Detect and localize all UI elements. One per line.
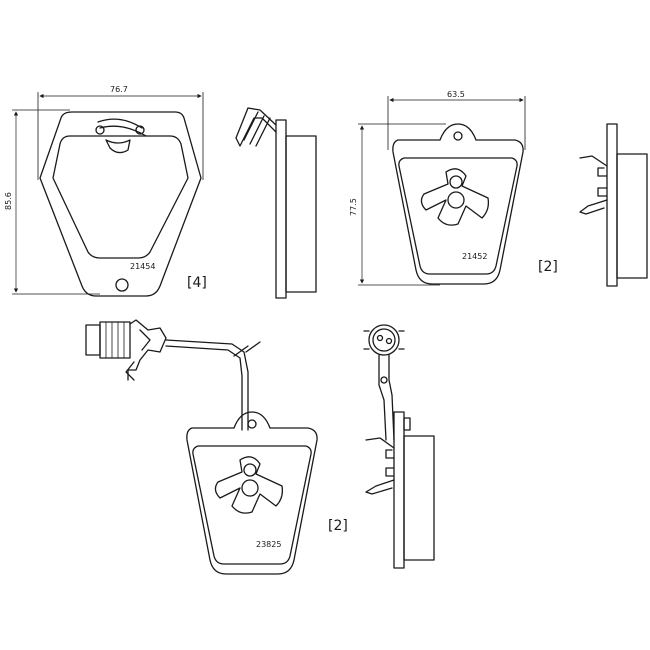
spring-coils [243,111,271,147]
sensor-wire [378,354,387,441]
spring-side [235,107,277,147]
part-number: 21454 [130,262,155,271]
mounting-hole [247,419,257,429]
clip-upper [365,437,395,459]
pad-21454-side-view [235,107,317,299]
sensor-pin [385,337,393,345]
damper-plate [214,456,284,514]
rivet-hole [135,125,145,135]
sensor-wire [165,339,249,431]
damper-rivet [243,463,257,477]
quantity-label: [2] [538,259,558,275]
sensor-head [368,324,400,356]
clip-upper [579,155,608,177]
pad-23825-side-view [363,324,435,569]
damper-center [241,479,259,497]
connector-clip [125,361,135,381]
connector-body [99,321,131,359]
part-number: 23825 [256,540,281,549]
backing-plate [39,111,202,297]
backing-plate [392,123,524,285]
pin-hole [115,278,129,292]
pad-23825-front-view: 23825 [2] [85,319,348,575]
rivet-hole [95,125,105,135]
damper-center [447,191,465,209]
connector-clip [127,319,167,381]
wire-break [233,341,261,357]
sensor-connector-icon [85,319,167,381]
sensor-wire [388,354,395,441]
connector-cap [85,324,101,356]
height-label: 77.5 [349,198,358,216]
clip-lower [365,479,395,495]
clip-lower [579,199,608,215]
height-label: 85.6 [4,192,13,210]
friction-material-side [616,153,648,279]
part-number: 21452 [462,252,487,261]
pad-21454-front-view: 76.7 85.6 21454 [4] [4,85,207,297]
friction-material-side [285,135,317,293]
damper-rivet [449,175,463,189]
clip-middle [597,187,608,197]
quantity-label: [2] [328,518,348,534]
backing-plate-side [393,411,405,569]
friction-material [398,157,518,275]
wire-grommet [380,376,388,384]
sensor-pin [376,334,384,342]
damper-plate [420,168,490,226]
quantity-label: [4] [187,275,207,291]
sensor-head-inner [372,328,396,352]
connector-clip [139,329,151,351]
width-label: 76.7 [110,85,128,94]
spring-clip-tab [105,139,131,154]
sensor-wire [165,345,243,431]
pad-21452-front-view: 63.5 77.5 21452 [2] [349,90,558,286]
friction-material [192,445,312,565]
backing-plate-side [275,119,287,299]
friction-material [52,135,189,259]
pad-21452-side-view [579,123,648,287]
backing-plate-side [606,123,618,287]
width-label: 63.5 [447,90,465,99]
sensor-mount [403,417,411,431]
clip-middle [385,467,395,477]
friction-material-side [403,435,435,561]
mounting-hole [453,131,463,141]
backing-plate [186,411,318,575]
